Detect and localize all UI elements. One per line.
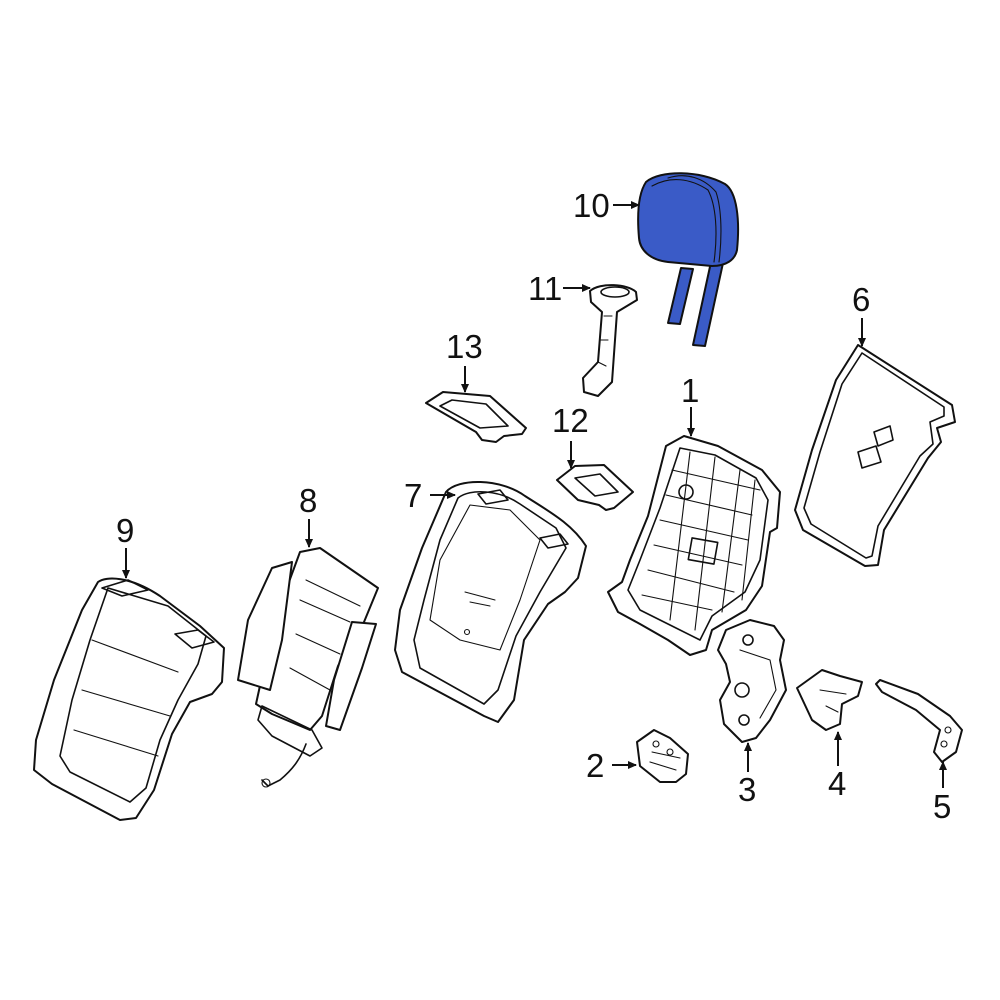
- callout-6: 6: [852, 281, 870, 318]
- callout-leaders: [122, 201, 947, 788]
- part-3-hinge-bracket[interactable]: [717, 619, 787, 743]
- part-11-headrest-guide[interactable]: [582, 284, 638, 397]
- part-13-trim-bezel[interactable]: [425, 391, 527, 443]
- callout-12: 12: [552, 402, 589, 439]
- part-8-heater-pad[interactable]: [237, 547, 379, 788]
- callout-13: 13: [446, 328, 483, 365]
- callout-9: 9: [116, 512, 134, 549]
- part-2-bracket[interactable]: [636, 729, 689, 783]
- part-4-latch-cover[interactable]: [796, 669, 863, 731]
- callout-labels: 1 2 3 4 5 6 7 8 9 10 11 12 13: [116, 187, 951, 825]
- part-6-seatback-panel[interactable]: [794, 344, 956, 567]
- callout-8: 8: [299, 482, 317, 519]
- callout-1: 1: [681, 372, 699, 409]
- callout-10: 10: [573, 187, 610, 224]
- callout-11: 11: [528, 270, 562, 307]
- callout-5: 5: [933, 788, 951, 825]
- callout-4: 4: [828, 765, 846, 802]
- callout-7: 7: [404, 477, 422, 514]
- part-9-seatback-cover[interactable]: [33, 577, 225, 821]
- part-7-seatback-foam[interactable]: [394, 481, 587, 723]
- part-5-strap-bracket[interactable]: [875, 679, 963, 763]
- part-12-small-cover[interactable]: [556, 464, 634, 511]
- part-10-headrest[interactable]: [637, 172, 740, 347]
- callout-3: 3: [738, 771, 756, 808]
- part-1-seatback-frame[interactable]: [607, 435, 781, 656]
- callout-2: 2: [586, 747, 604, 784]
